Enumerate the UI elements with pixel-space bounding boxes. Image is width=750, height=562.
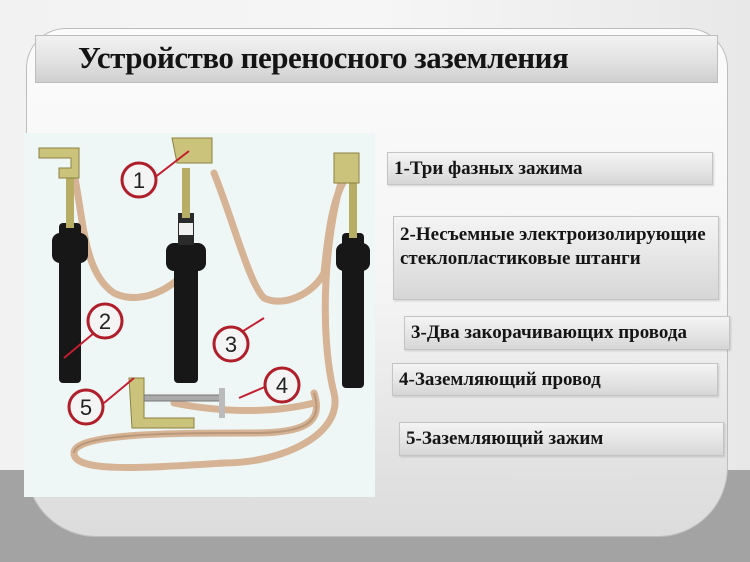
callout-3: 3 [212, 325, 250, 363]
slide-title: Устройство переносного заземления [78, 40, 569, 75]
label-4-text: 4-Заземляющий провод [399, 369, 601, 390]
label-insulating-rods: 2-Несъемные электроизолирующие стеклопла… [393, 216, 719, 300]
callout-5: 5 [67, 388, 105, 426]
svg-text:4: 4 [276, 373, 288, 398]
label-grounding-clamp: 5-Заземляющий зажим [399, 422, 724, 456]
svg-text:5: 5 [80, 395, 92, 420]
label-phase-clamps: 1-Три фазных зажима [387, 152, 713, 185]
label-3-text: 3-Два закорачивающих провода [411, 322, 687, 343]
callout-2: 2 [86, 302, 124, 340]
title-bar: Устройство переносного заземления [35, 35, 718, 83]
grounding-device-photo: 1 2 3 4 5 [24, 133, 375, 497]
grounding-device-illustration: 1 2 3 4 5 [38, 137, 370, 471]
callout-1: 1 [120, 161, 158, 199]
label-shorting-wires: 3-Два закорачивающих провода [404, 316, 730, 350]
svg-text:1: 1 [133, 168, 145, 193]
svg-text:2: 2 [99, 309, 111, 334]
label-1-text: 1-Три фазных зажима [394, 158, 583, 179]
label-5-text: 5-Заземляющий зажим [406, 428, 604, 449]
svg-text:3: 3 [225, 332, 237, 357]
label-grounding-wire: 4-Заземляющий провод [392, 363, 718, 396]
label-2-text: 2-Несъемные электроизолирующие стеклопла… [400, 224, 706, 269]
callout-4: 4 [263, 366, 301, 404]
